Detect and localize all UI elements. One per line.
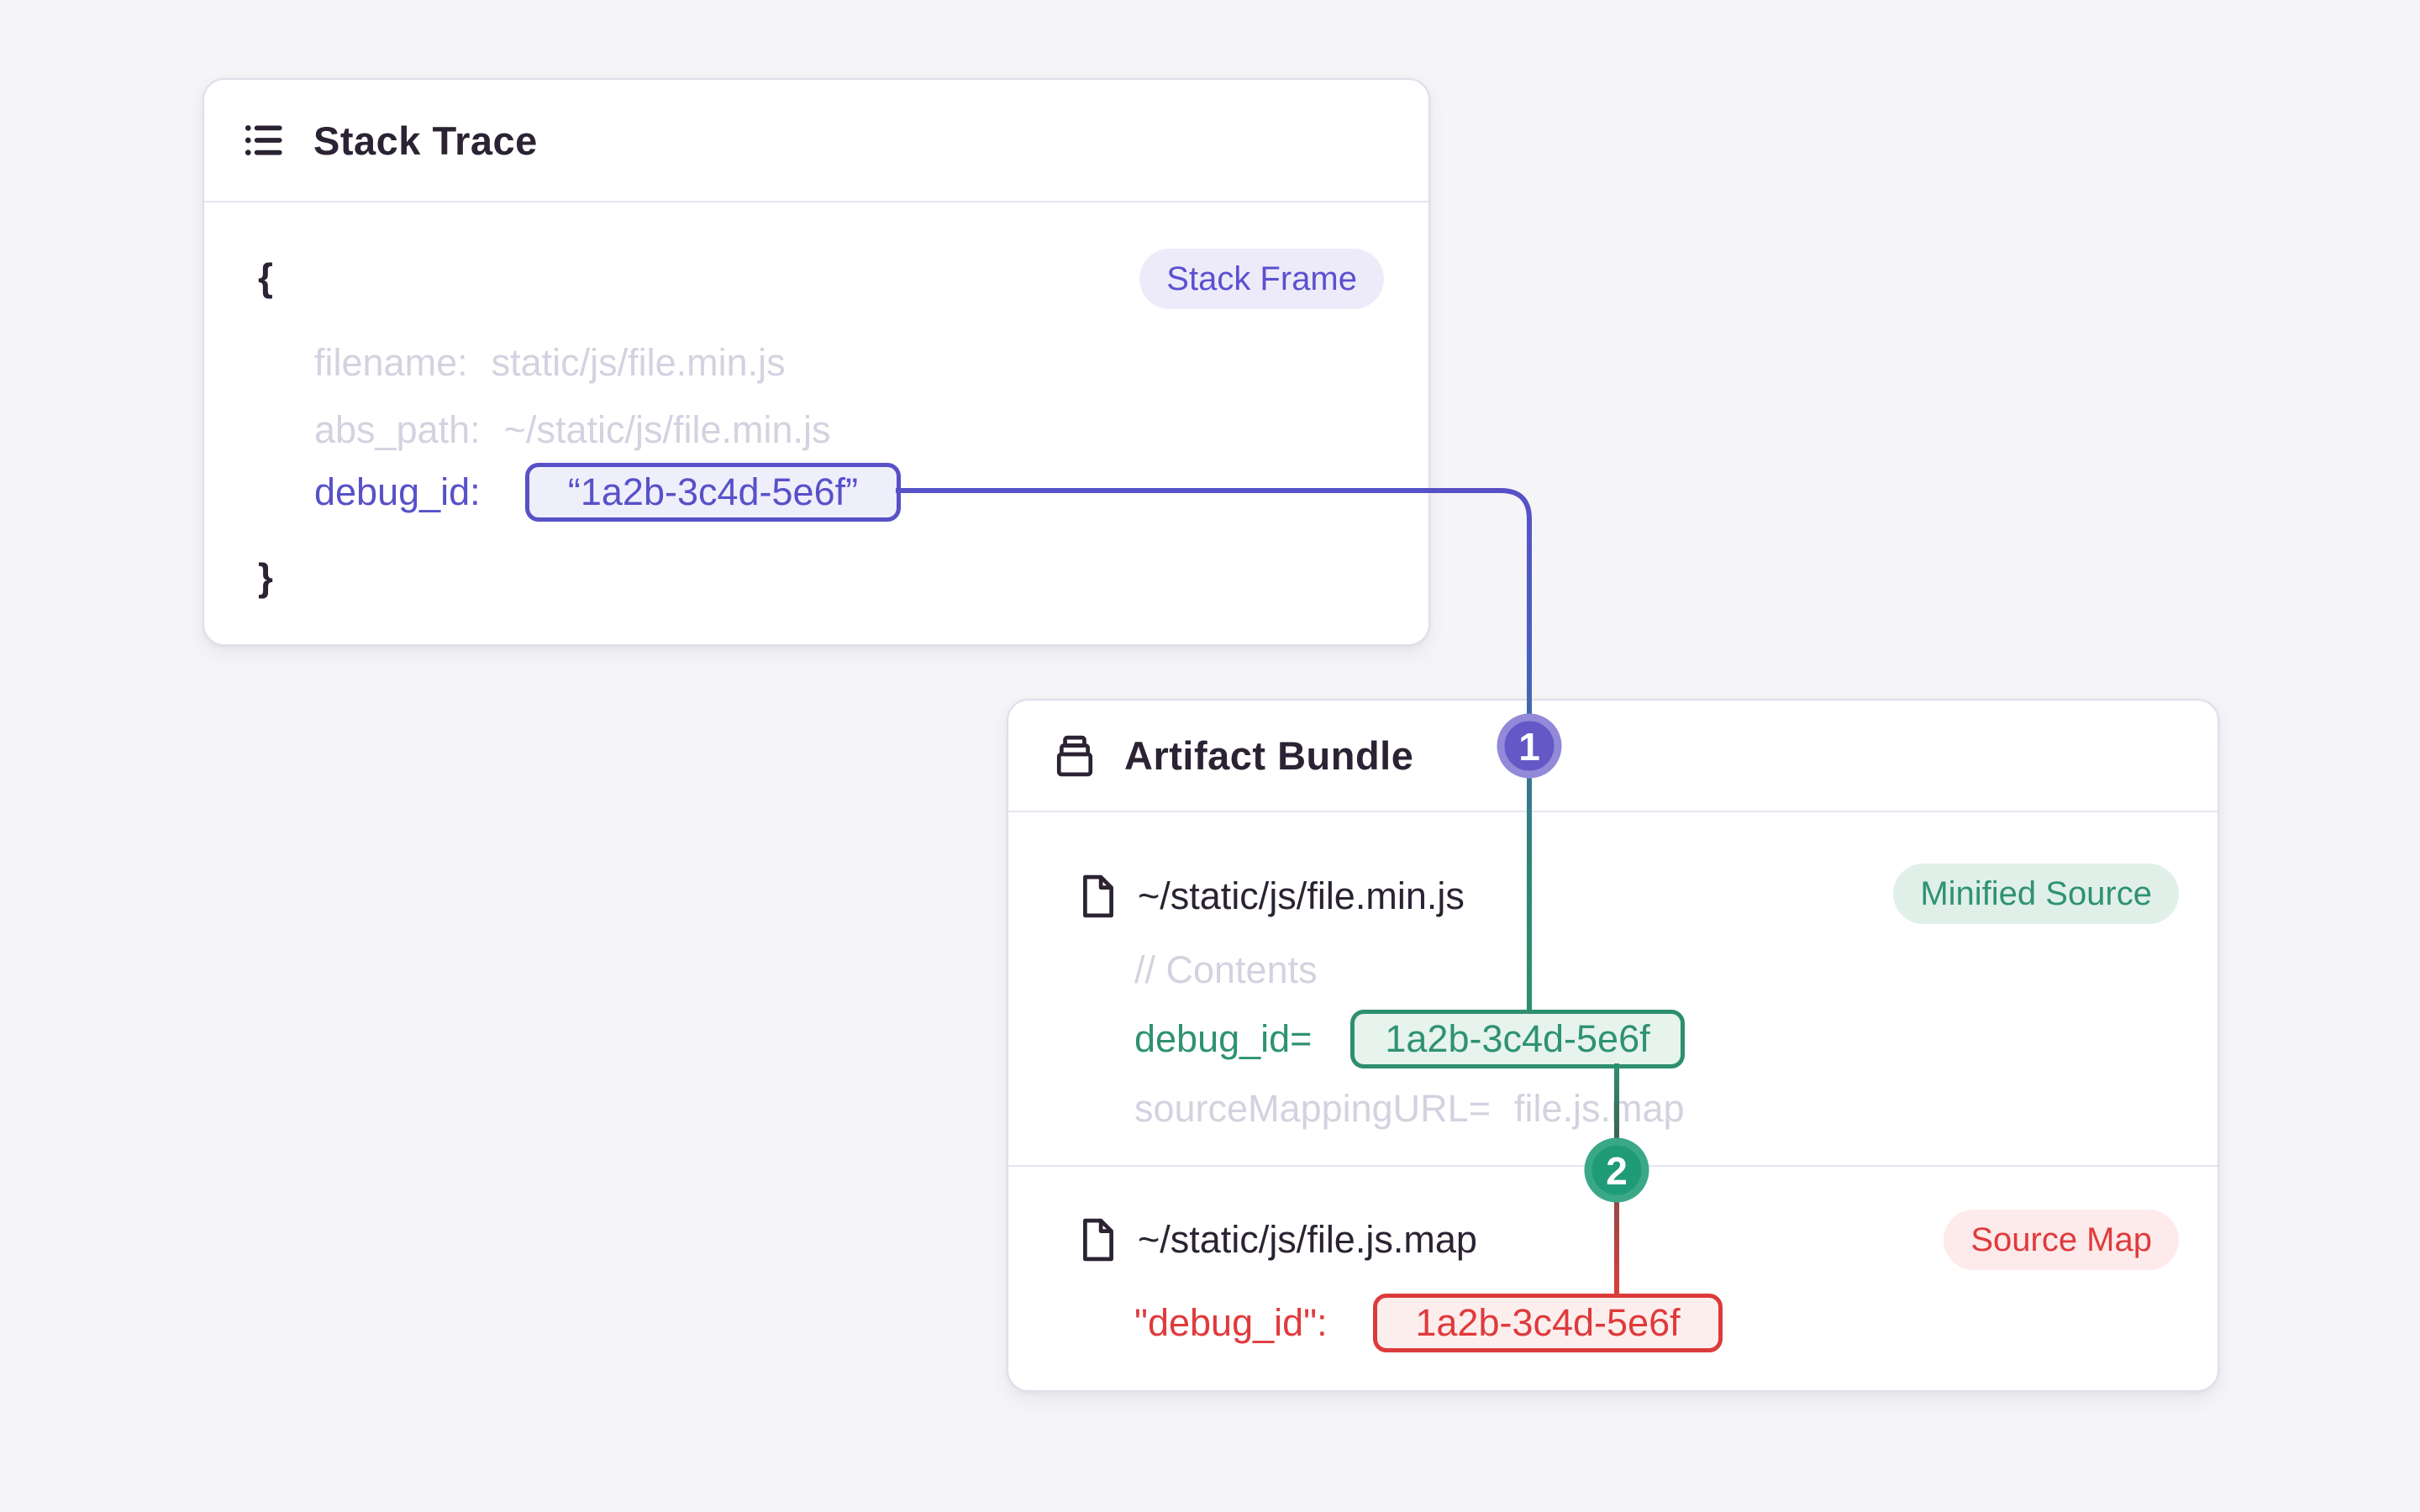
file-icon: [1081, 1218, 1116, 1262]
artifact-bundle-card: Artifact Bundle ~/static/js/file.min.js …: [1007, 699, 2219, 1392]
filename-value: static/js/file.min.js: [491, 341, 786, 384]
debug-id-value-box: “1a2b-3c4d-5e6f”: [525, 463, 901, 522]
source-mapping-label: sourceMappingURL=: [1134, 1087, 1491, 1130]
file-row-js-map: ~/static/js/file.js.map: [1081, 1213, 1477, 1267]
header-divider: [1008, 811, 2217, 812]
map-debug-id-label: "debug_id":: [1134, 1301, 1328, 1344]
artifact-bundle-header: Artifact Bundle: [1008, 701, 2217, 811]
minified-source-badge: Minified Source: [1893, 864, 2179, 924]
list-icon: [243, 119, 285, 161]
file-path: ~/static/js/file.min.js: [1138, 874, 1465, 917]
file-icon: [1081, 874, 1116, 918]
bundle-debug-id-value-box: 1a2b-3c4d-5e6f: [1350, 1010, 1685, 1068]
open-brace: {: [258, 255, 273, 299]
debug-id-line: debug_id:: [314, 465, 481, 519]
source-mapping-value: file.js.map: [1513, 1087, 1685, 1130]
file-path: ~/static/js/file.js.map: [1138, 1218, 1477, 1261]
map-debug-id-line: "debug_id":: [1134, 1296, 1328, 1350]
bundle-debug-id-label: debug_id=: [1134, 1017, 1313, 1060]
close-brace: }: [258, 555, 273, 599]
source-map-badge: Source Map: [1944, 1210, 2179, 1270]
bundle-debug-id-line: debug_id=: [1134, 1012, 1312, 1066]
stack-trace-card: Stack Trace { Stack Frame filename: stat…: [203, 78, 1430, 646]
abs-path-label: abs_path:: [314, 408, 481, 451]
stack-trace-header: Stack Trace: [204, 80, 1428, 201]
filename-line: filename: static/js/file.min.js: [314, 336, 786, 390]
file-divider: [1008, 1165, 2217, 1167]
stack-frame-badge: Stack Frame: [1139, 249, 1384, 309]
artifact-bundle-title: Artifact Bundle: [1124, 733, 1414, 778]
source-mapping-line: sourceMappingURL= file.js.map: [1134, 1082, 1685, 1136]
abs-path-value: ~/static/js/file.min.js: [503, 408, 831, 451]
file-row-min-js: ~/static/js/file.min.js: [1081, 869, 1465, 923]
filename-label: filename:: [314, 341, 468, 384]
header-divider: [204, 201, 1428, 202]
stack-trace-title: Stack Trace: [313, 118, 538, 163]
contents-comment: // Contents: [1134, 948, 1318, 991]
map-debug-id-value-box: 1a2b-3c4d-5e6f: [1373, 1294, 1723, 1352]
abs-path-line: abs_path: ~/static/js/file.min.js: [314, 403, 831, 457]
debug-id-label: debug_id:: [314, 470, 481, 513]
archive-icon: [1054, 735, 1096, 777]
